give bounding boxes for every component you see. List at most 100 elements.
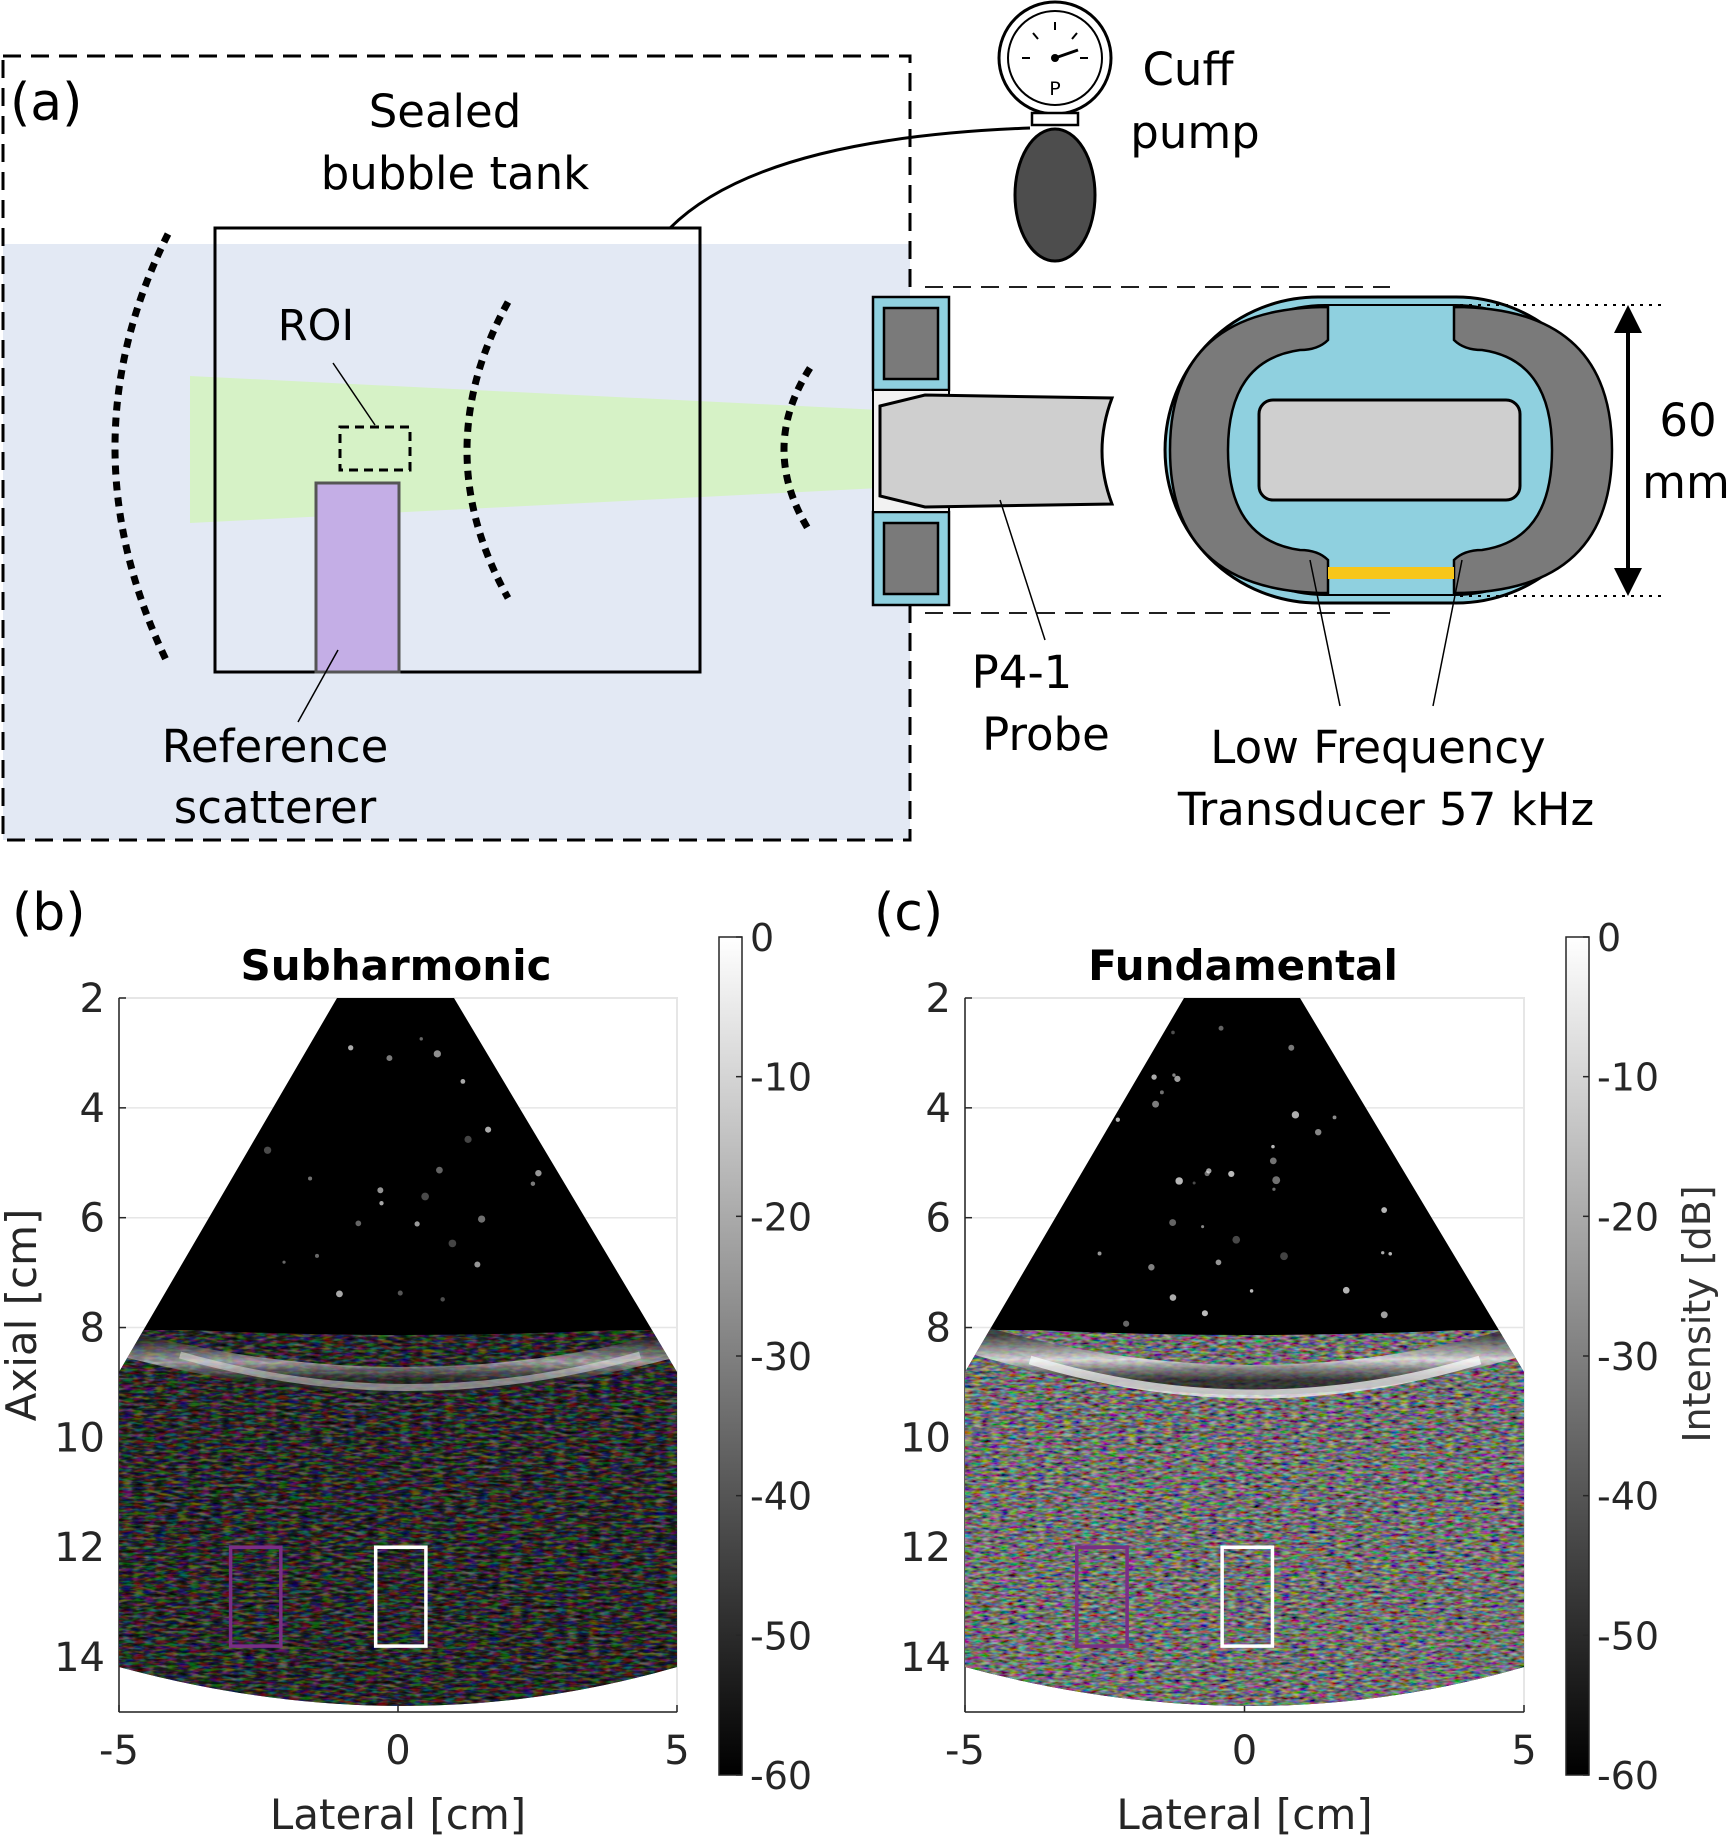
bubble-speckle (1175, 1177, 1183, 1185)
y-tick-label: 10 (54, 1415, 105, 1461)
bubble-speckle (1152, 1100, 1160, 1108)
bubble-speckle (460, 1078, 466, 1084)
bubble-speckle (1342, 1286, 1350, 1294)
bubble-speckle (379, 1201, 384, 1206)
roi-box-reference (1075, 1545, 1129, 1648)
panel-c-roi-boxes (1075, 1545, 1275, 1648)
bubble-speckle (1201, 1225, 1205, 1229)
bubble-speckle (1380, 1311, 1388, 1319)
colorbar-tick-label: 0 (750, 916, 774, 960)
panel-c-colorbar: 0 -10 -20 -30 -40 -50 -60 (1565, 916, 1659, 1798)
bubble-speckle (485, 1126, 492, 1133)
bubble-speckle (1228, 1170, 1235, 1178)
bubble-speckle (397, 1290, 403, 1296)
low-frequency-transducer (1163, 295, 1614, 605)
bubble-speckle (1097, 1251, 1102, 1256)
y-tick-label: 8 (926, 1306, 951, 1352)
pump-tube (668, 126, 1031, 230)
colorbar-tick-label: -10 (1597, 1056, 1659, 1100)
probe-leader (999, 499, 1046, 641)
y-tick-label: 12 (54, 1525, 105, 1571)
colorbar-tick-label: -60 (1597, 1754, 1659, 1798)
y-tick-label: 4 (80, 1086, 105, 1132)
bubble-speckle (440, 1297, 445, 1302)
bubble-speckle (308, 1176, 313, 1181)
x-axis-label: Lateral [cm] (270, 1790, 526, 1839)
bubble-tank-fill (215, 228, 700, 672)
bubble-speckle (1159, 1090, 1164, 1095)
wavefront-inner (780, 366, 813, 534)
colorbar-tick-label: -20 (750, 1195, 812, 1239)
bubble-speckle (436, 1166, 443, 1174)
bubble-speckle (1115, 1117, 1120, 1122)
bubble-speckle (348, 1045, 354, 1051)
bubble-speckle (1218, 1025, 1224, 1031)
panel-a-label: (a) (10, 73, 82, 133)
bubble-speckle (1123, 1320, 1130, 1327)
bubble-speckle (1215, 1259, 1222, 1266)
roi-box (338, 425, 412, 472)
bubble-speckle (1206, 1168, 1212, 1174)
panel-b-label: (b) (12, 883, 86, 943)
bubble-speckle (530, 1181, 536, 1186)
bubble-speckle (1151, 1074, 1157, 1080)
colorbar-tick-label: -40 (1597, 1475, 1659, 1519)
probe-label-2: Probe (982, 708, 1110, 761)
colorbar-tick-label: -20 (1597, 1195, 1659, 1239)
bubble-speckle (377, 1187, 384, 1194)
colorbar-tick-label: -50 (750, 1614, 812, 1658)
bubble-speckle (1314, 1128, 1322, 1136)
bubble-speckle (1174, 1075, 1181, 1082)
bubble-speckle (1280, 1252, 1288, 1261)
scatterer-label-2: scatterer (174, 781, 377, 834)
y-tick-label: 14 (54, 1635, 105, 1681)
roi-leader (332, 362, 376, 426)
roi-box-reference (228, 1545, 283, 1648)
roi-box-bubbles (373, 1545, 428, 1648)
bubble-speckle (1291, 1111, 1300, 1119)
x-tick-label: 5 (1511, 1728, 1536, 1774)
y-tick-label: 8 (80, 1306, 105, 1352)
lf-leader-left (1309, 559, 1341, 707)
roi-label: ROI (278, 301, 354, 351)
bubble-speckle (448, 1239, 457, 1248)
bubble-speckle (1288, 1044, 1295, 1051)
bubble-speckle (336, 1290, 343, 1298)
bubble-speckle (1381, 1251, 1385, 1255)
tank-title-2: bubble tank (321, 147, 590, 200)
probe-label-1: P4-1 (972, 646, 1073, 699)
bubble-speckle (1272, 1176, 1281, 1185)
bubble-speckle (464, 1135, 472, 1143)
scatterer-label-1: Reference (162, 720, 389, 773)
bubble-speckle (1148, 1264, 1155, 1271)
colorbar-tick-label: -40 (750, 1475, 812, 1519)
colorbar-tick-label: -50 (1597, 1614, 1659, 1658)
y-tick-label: 6 (80, 1196, 105, 1242)
bubble-speckle (535, 1169, 542, 1177)
bubble-speckle (419, 1037, 423, 1041)
gauge-letter: P (1049, 78, 1060, 100)
pump-label-2: pump (1130, 106, 1260, 159)
x-tick-label: -5 (99, 1728, 139, 1774)
bubble-speckle (282, 1260, 286, 1264)
pump-label-1: Cuff (1143, 43, 1235, 96)
panel-b-colorbar: 0-10-20-30-40-50-60 (718, 916, 812, 1798)
panel-b-title: Subharmonic (241, 941, 552, 990)
bubble-speckle (1201, 1310, 1208, 1317)
bubble-speckle (1249, 1289, 1254, 1293)
bubble-speckle (1169, 1294, 1177, 1301)
y-axis-label: Axial [cm] (0, 1209, 46, 1422)
colorbar-tick-label: -30 (1597, 1335, 1659, 1379)
bubble-speckle (355, 1220, 362, 1227)
panel-a: P Cuff pump (1, 0, 1730, 842)
colorbar-tick-label: -10 (750, 1056, 812, 1100)
scatterer-leader (297, 649, 339, 723)
y-tick-label: 14 (900, 1635, 951, 1681)
roi-box-bubbles (1220, 1545, 1275, 1648)
dimension-value: 60 (1659, 394, 1716, 447)
bubble-speckle (315, 1253, 319, 1258)
colorbar-tick-label: 0 (1597, 916, 1621, 960)
y-tick-label: 4 (926, 1086, 951, 1132)
bubble-speckle (474, 1261, 481, 1268)
